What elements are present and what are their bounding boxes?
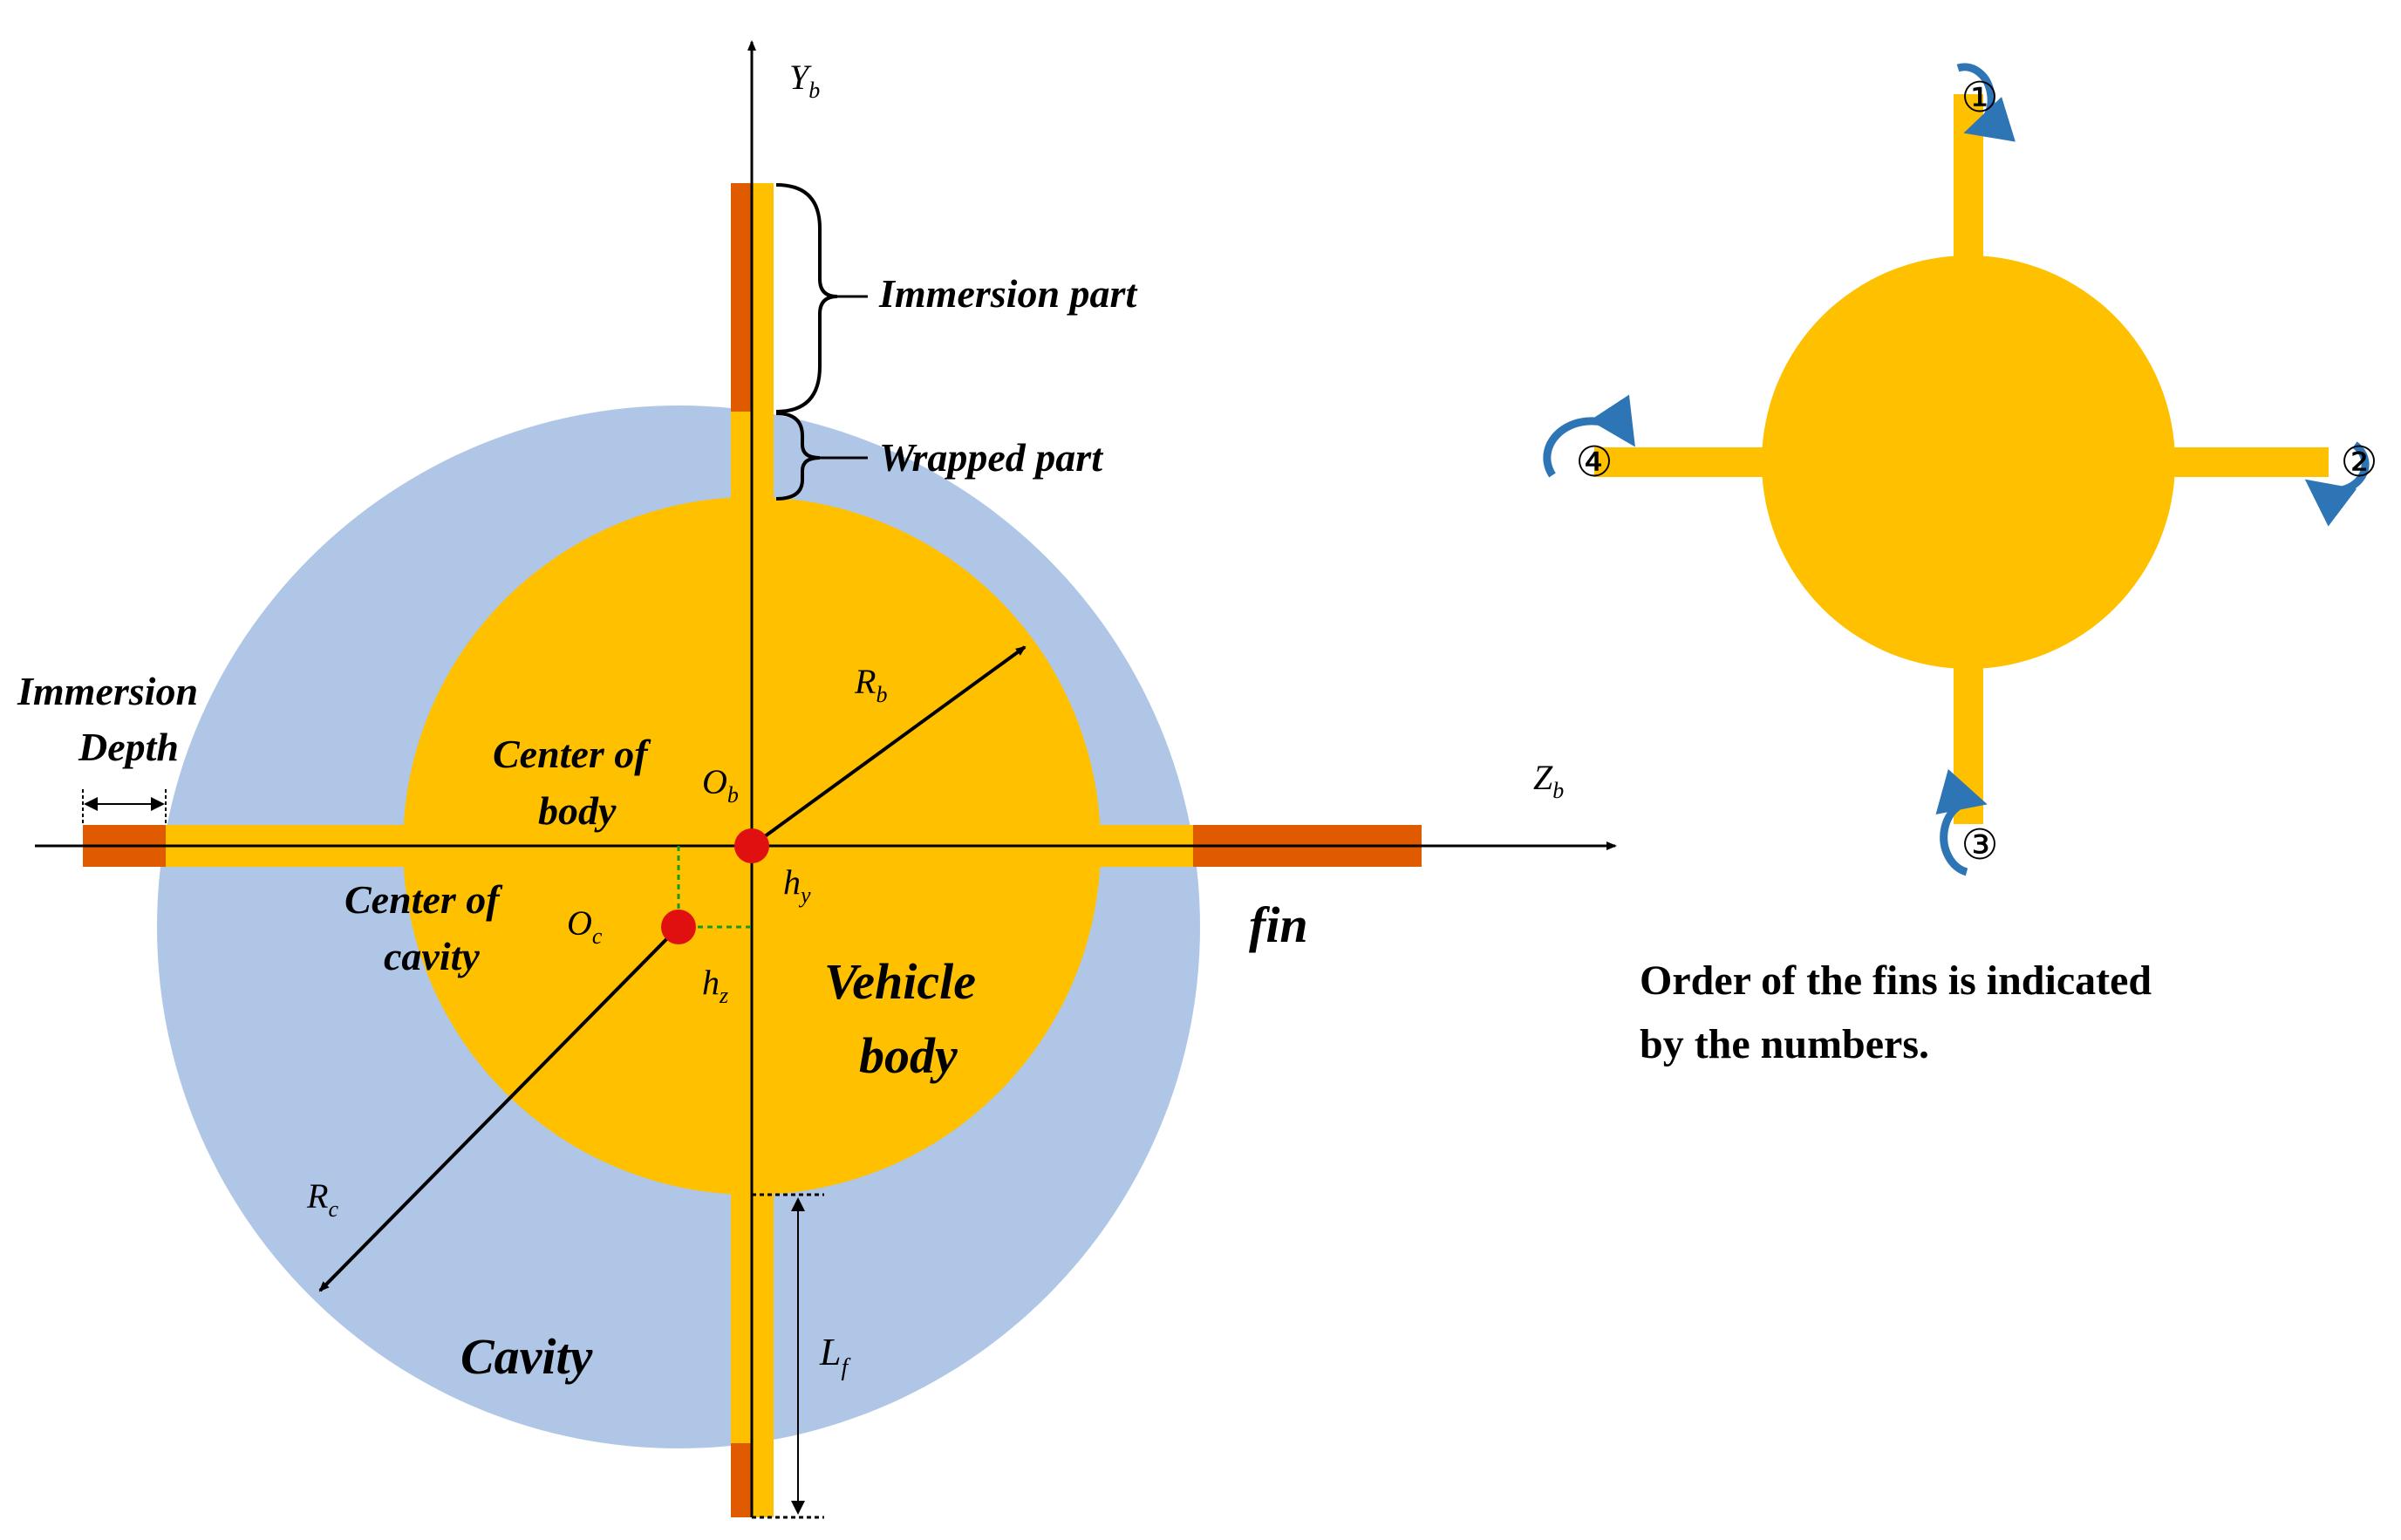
immersion-depth-label-line2: Depth xyxy=(78,725,179,769)
fin-label: fin xyxy=(1249,896,1308,953)
order-body-circle xyxy=(1762,256,2175,669)
body-radius-label: Rb xyxy=(854,662,887,707)
vehicle-body-label-line2: body xyxy=(859,1027,958,1084)
fin-2-rotation-icon xyxy=(2304,441,2370,527)
fin-4-rotation-icon xyxy=(1543,394,1635,478)
fin-number-1: ① xyxy=(1961,73,1998,122)
offset-z-label: hz xyxy=(702,963,728,1008)
fin-top-immersion-part xyxy=(731,183,752,412)
fin-1-rotation-icon xyxy=(1956,63,2016,142)
wrapped-part-label: Wrapped part xyxy=(879,435,1103,480)
fin-3-rotation-icon xyxy=(1935,769,1988,876)
fin-number-2: ② xyxy=(2340,438,2377,487)
cavity-radius-label: Rc xyxy=(306,1176,338,1222)
fin-number-4: ④ xyxy=(1575,438,1613,487)
fin-length-label: Lf xyxy=(819,1331,850,1381)
immersion-depth-label-line1: Immersion xyxy=(17,669,198,713)
center-of-cavity-label-line2: cavity xyxy=(384,934,480,978)
z-axis-label: Zb xyxy=(1533,758,1564,803)
body-radius-arrow xyxy=(750,645,1027,848)
cavity-origin-label: Oc xyxy=(567,903,603,949)
center-of-body-label-line2: body xyxy=(538,788,617,833)
center-of-cavity-label-line1: Center of xyxy=(344,877,503,922)
cavity-radius-arrow xyxy=(318,925,680,1292)
fin-order-caption-line1: Order of the fins is indicated xyxy=(1640,957,2152,1004)
body-center-marker xyxy=(734,828,769,863)
fin-number-3: ③ xyxy=(1961,821,1998,869)
center-of-body-label-line1: Center of xyxy=(493,732,651,776)
cavity-label: Cavity xyxy=(460,1328,593,1385)
body-origin-label: Ob xyxy=(702,762,739,807)
fin-bottom-immersion-part xyxy=(731,1443,752,1517)
immersion-part-label: Immersion part xyxy=(878,271,1137,316)
cavity-center-marker xyxy=(661,910,696,944)
y-axis-label: Yb xyxy=(789,58,820,103)
immersion-part-brace xyxy=(775,183,838,413)
fin-order-caption-line2: by the numbers. xyxy=(1640,1021,1929,1067)
vehicle-body-label-line1: Vehicle xyxy=(824,953,976,1010)
offset-y-label: hy xyxy=(783,862,811,908)
